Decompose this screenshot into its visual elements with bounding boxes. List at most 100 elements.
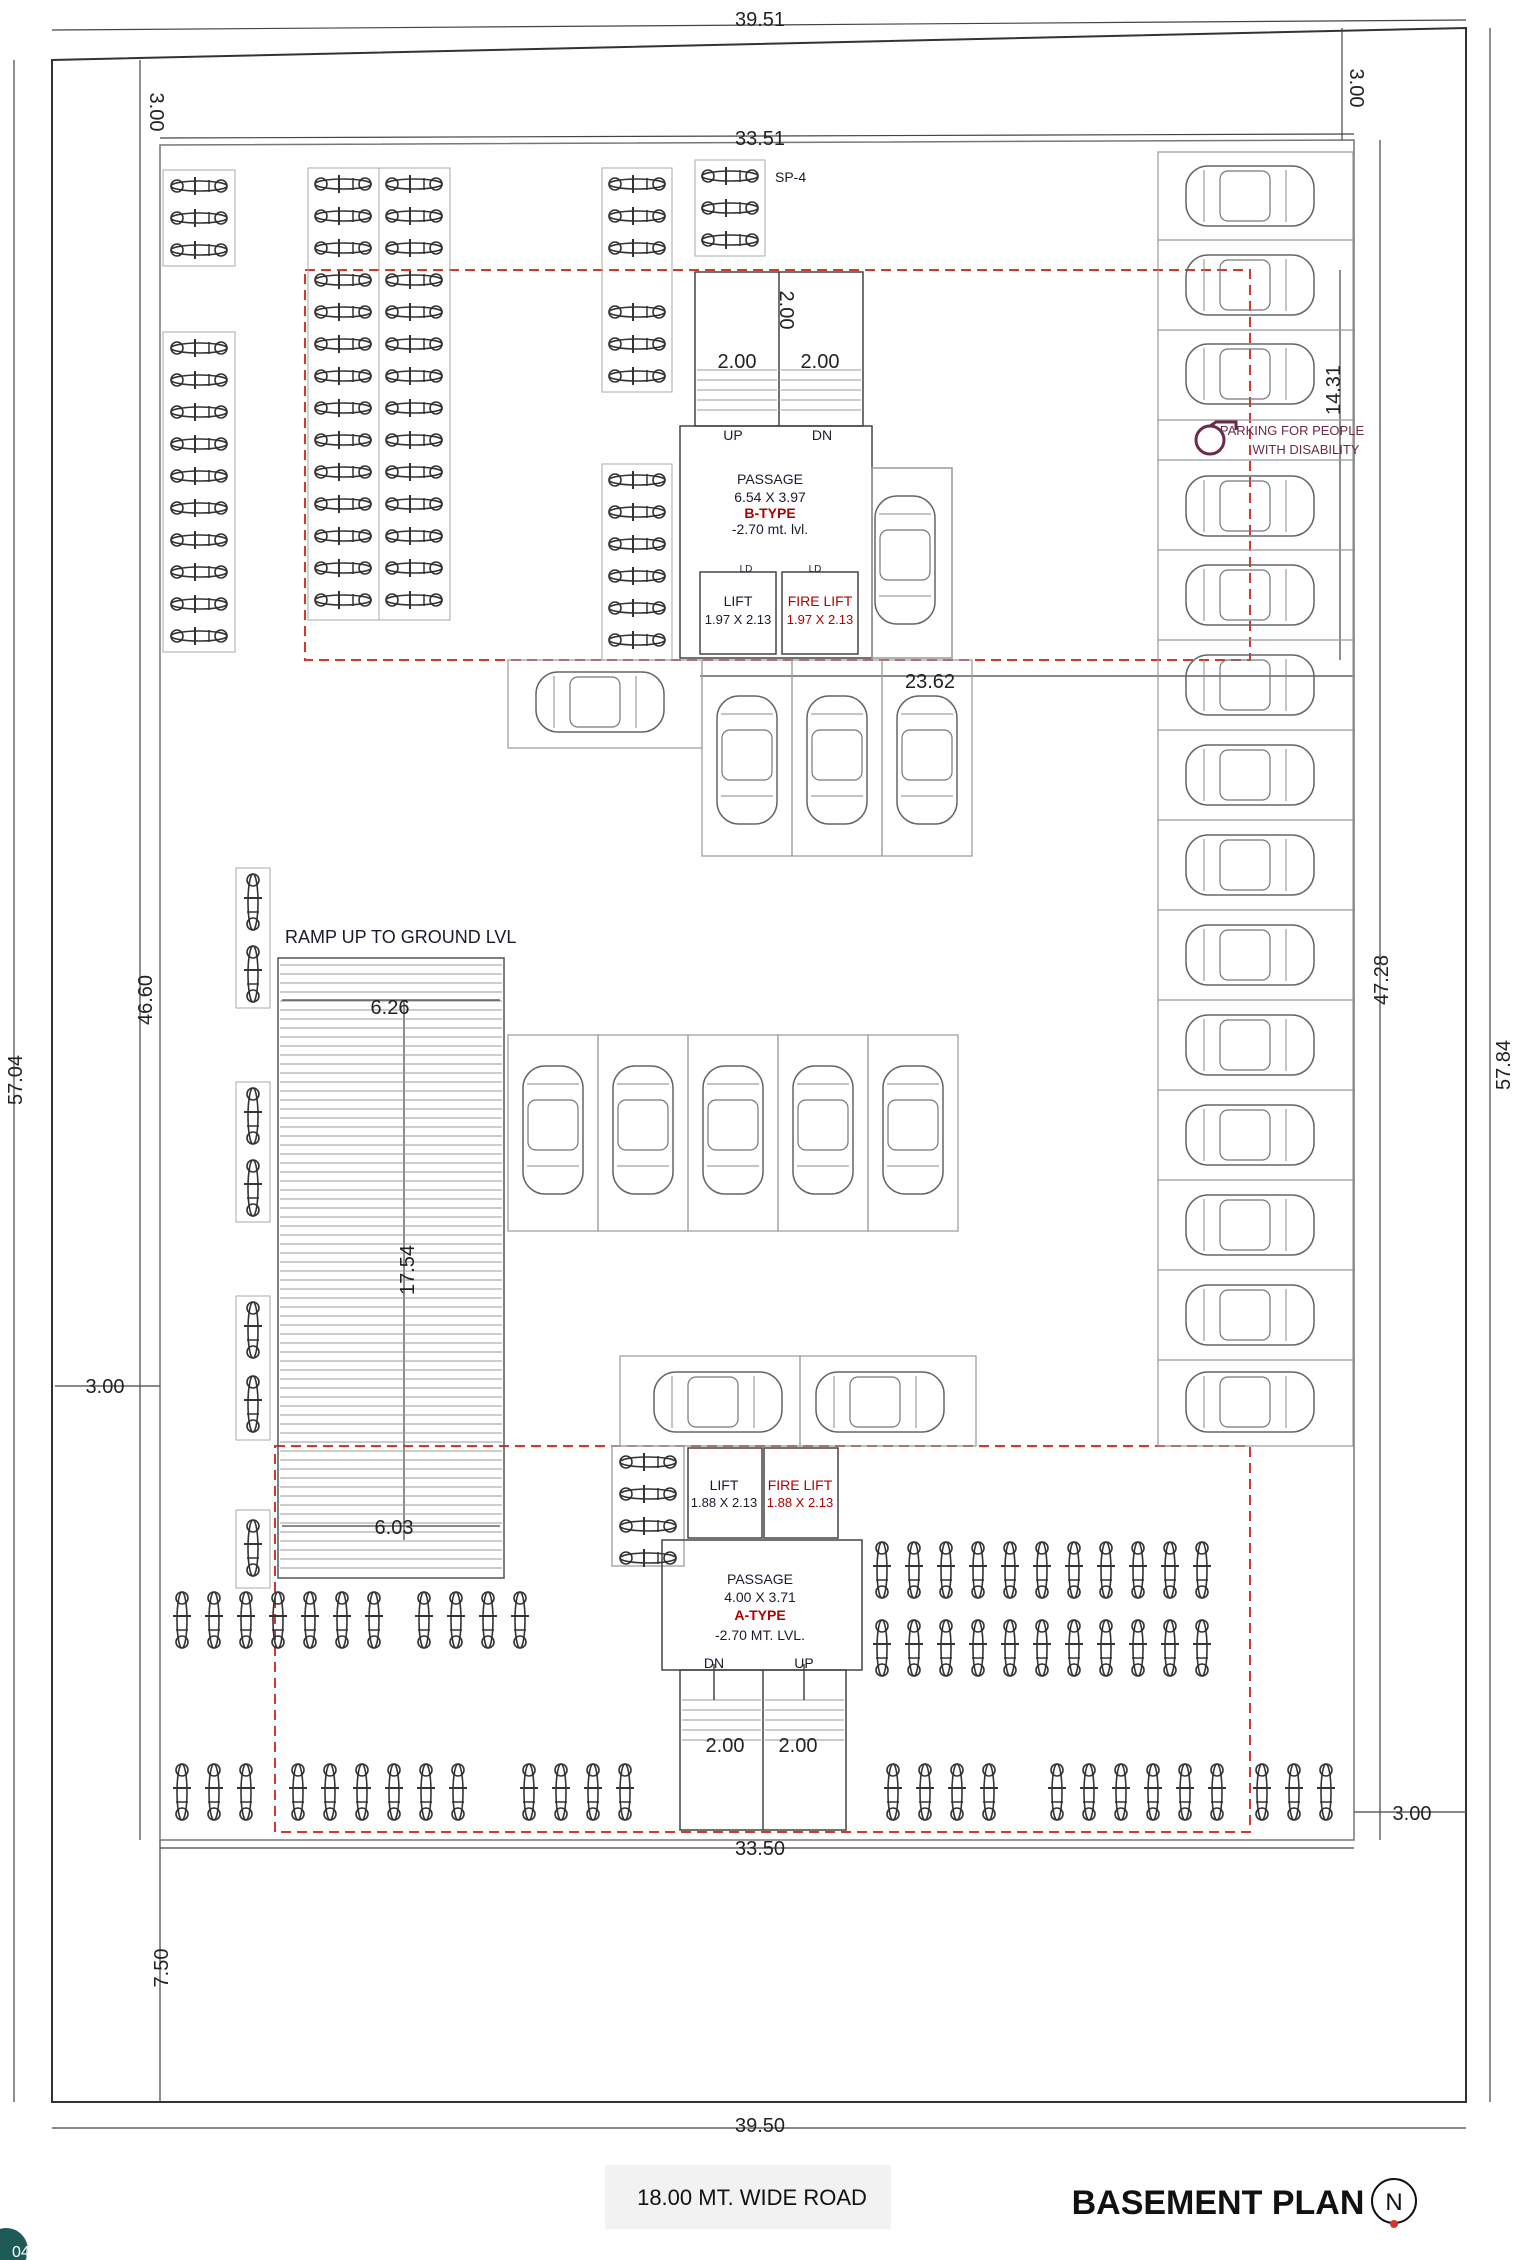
- core-a-passage-size: 4.00 X 3.71: [724, 1589, 796, 1605]
- bike-space: [1096, 1541, 1116, 1599]
- bike-space: [1160, 1619, 1180, 1677]
- core-a-lift-size: 1.88 X 2.13: [691, 1495, 758, 1510]
- north-arrow-icon: N: [1371, 2178, 1417, 2228]
- dim-ramp-bottom: 6.03: [375, 1517, 414, 1539]
- bike-space: [1128, 1541, 1148, 1599]
- corner-badge: 04: [0, 2228, 30, 2260]
- bike-space: [172, 1591, 192, 1649]
- dim-right-upper: 14.31: [1323, 365, 1345, 415]
- bike-parking-ramp-side: [235, 867, 271, 1589]
- core-b: [679, 271, 953, 659]
- dim-ramp-length: 17.54: [397, 1245, 419, 1295]
- bike-space: [915, 1763, 935, 1821]
- accessible-label-line2: WITH DISABILITY: [1253, 442, 1360, 457]
- bike-space: [551, 1763, 571, 1821]
- ramp: [277, 957, 505, 1579]
- bike-space: [968, 1541, 988, 1599]
- core-a-lift-label: LIFT: [710, 1477, 739, 1493]
- bike-space: [872, 1619, 892, 1677]
- drawing-title: BASEMENT PLAN: [1072, 2184, 1365, 2222]
- bike-space: [300, 1591, 320, 1649]
- bike-space: [478, 1591, 498, 1649]
- core-a-fire-lift-label: FIRE LIFT: [768, 1477, 833, 1493]
- bike-space: [1252, 1763, 1272, 1821]
- wheelchair-icon: [1194, 420, 1238, 456]
- bike-space: [1143, 1763, 1163, 1821]
- bike-space: [1064, 1541, 1084, 1599]
- bike-space: [583, 1763, 603, 1821]
- core-b-fire-lift-tag: LD: [809, 564, 822, 575]
- core-b-stair-height: 2.00: [775, 291, 797, 330]
- bike-space: [1284, 1763, 1304, 1821]
- bike-space: [1192, 1619, 1212, 1677]
- core-b-type: B-TYPE: [744, 505, 795, 521]
- bike-space: [1079, 1763, 1099, 1821]
- bike-space: [414, 1591, 434, 1649]
- core-b-passage: PASSAGE: [737, 471, 803, 487]
- core-a-fire-lift-size: 1.88 X 2.13: [767, 1495, 834, 1510]
- core-b-level: -2.70 mt. lvl.: [732, 521, 808, 537]
- bike-space: [904, 1619, 924, 1677]
- bike-space: [615, 1763, 635, 1821]
- bike-space: [1111, 1763, 1131, 1821]
- core-a: [611, 1445, 863, 1831]
- bike-space: [519, 1763, 539, 1821]
- road-label: 18.00 MT. WIDE ROAD: [637, 2185, 867, 2210]
- bike-space: [448, 1763, 468, 1821]
- dim-left-setback: 3.00: [86, 1376, 125, 1398]
- bike-space: [332, 1591, 352, 1649]
- bike-space: [1207, 1763, 1227, 1821]
- bike-space: [1032, 1541, 1052, 1599]
- bike-space: [446, 1591, 466, 1649]
- bike-space: [872, 1541, 892, 1599]
- accessible-parking: PARKING FOR PEOPLE WITH DISABILITY: [1194, 420, 1364, 457]
- bike-space: [979, 1763, 999, 1821]
- bike-space: [936, 1541, 956, 1599]
- dim-bottom-outer: 39.50: [735, 2115, 785, 2137]
- right-parking-bays: [1157, 151, 1354, 1447]
- dim-top-inner: 33.51: [735, 128, 785, 150]
- core-a-up: UP: [794, 1655, 813, 1671]
- bike-space: [1047, 1763, 1067, 1821]
- core-b-stair-left: 2.00: [718, 351, 757, 373]
- core-a-passage: PASSAGE: [727, 1571, 793, 1587]
- core-a-stair-right: 2.00: [779, 1735, 818, 1757]
- bike-space: [936, 1619, 956, 1677]
- dim-right-outer: 57.84: [1493, 1040, 1515, 1090]
- mid-car-bays: [507, 659, 977, 1447]
- dimension-lines: [13, 19, 1491, 2129]
- core-b-stair-right: 2.00: [801, 351, 840, 373]
- ramp-label: RAMP UP TO GROUND LVL: [285, 927, 516, 947]
- bike-space: [883, 1763, 903, 1821]
- bike-space: [204, 1591, 224, 1649]
- bike-space: [352, 1763, 372, 1821]
- bike-space: [510, 1591, 530, 1649]
- core-b-passage-size: 6.54 X 3.97: [734, 489, 806, 505]
- bike-space: [1316, 1763, 1336, 1821]
- core-b-lift-size: 1.97 X 2.13: [705, 612, 772, 627]
- plot-boundary: [51, 26, 1467, 2103]
- bike-space: [1096, 1619, 1116, 1677]
- bike-space: [904, 1541, 924, 1599]
- bike-space: [1000, 1619, 1020, 1677]
- bike-space: [236, 1591, 256, 1649]
- bike-space: [1160, 1541, 1180, 1599]
- bike-space: [416, 1763, 436, 1821]
- bike-space: [204, 1763, 224, 1821]
- bike-space: [288, 1763, 308, 1821]
- bike-space: [320, 1763, 340, 1821]
- bike-space: [364, 1591, 384, 1649]
- dim-right-setback: 3.00: [1393, 1803, 1432, 1825]
- dim-bottom-setback: 7.50: [151, 1949, 173, 1988]
- core-a-dn: DN: [704, 1655, 724, 1671]
- dim-top-setback-left: 3.00: [145, 93, 167, 132]
- core-b-up: UP: [723, 427, 742, 443]
- dim-left-outer: 57.04: [5, 1055, 27, 1105]
- north-label: N: [1385, 2189, 1402, 2216]
- bike-space: [236, 1763, 256, 1821]
- core-b-lift-tag: LD: [740, 564, 753, 575]
- dim-left-inner: 46.60: [135, 975, 157, 1025]
- core-a-level: -2.70 MT. LVL.: [715, 1627, 805, 1643]
- bike-space: [1000, 1541, 1020, 1599]
